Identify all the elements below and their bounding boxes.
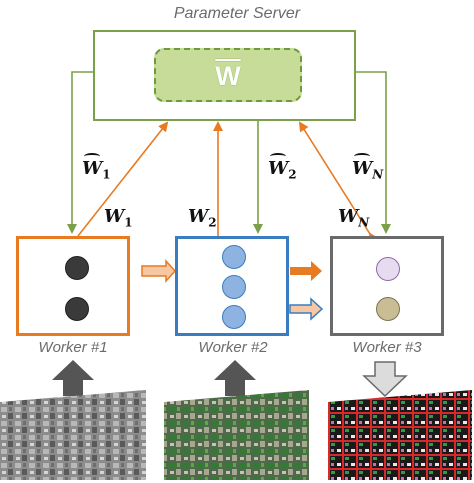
worker-2-box (175, 236, 289, 336)
parameter-dot (65, 256, 89, 280)
downlink-label-1: W1 (82, 153, 111, 182)
downlink-arrow-1 (67, 71, 93, 234)
worker-3-box (330, 236, 444, 336)
parameter-dot (376, 297, 400, 321)
parameter-dot (222, 245, 246, 269)
worker-1-box (16, 236, 130, 336)
input-arrow-1 (52, 360, 94, 396)
parameter-dot (376, 257, 400, 281)
worker-1-label: Worker #1 (38, 339, 108, 356)
global-weight-label: W (215, 61, 241, 91)
downlink-label-n: WN (352, 153, 384, 182)
downlink-arrow-n (356, 71, 391, 234)
worker-2-label: Worker #2 (198, 339, 268, 356)
uplink-arrow-n (298, 121, 379, 244)
parameter-dot (65, 297, 89, 321)
classification-map-image (328, 390, 472, 480)
worker-3-label: Worker #3 (352, 339, 422, 356)
parameter-dot (222, 275, 246, 299)
parameter-dot (222, 305, 246, 329)
uplink-arrow-1 (77, 121, 169, 237)
transfer-arrow-2-3-orange (290, 261, 322, 281)
transfer-arrow-1-2 (141, 259, 177, 283)
server-title: Parameter Server (173, 5, 301, 22)
color-aerial-image (164, 390, 309, 480)
grayscale-aerial-image (0, 390, 146, 480)
input-arrow-2 (214, 360, 256, 396)
uplink-label-1: W1 (104, 206, 133, 230)
output-arrow-3 (362, 361, 408, 398)
global-weight-box: W (154, 48, 302, 102)
transfer-arrow-2-3-blue (289, 297, 324, 321)
downlink-label-2: W2 (268, 153, 297, 182)
uplink-label-2: W2 (188, 206, 217, 230)
uplink-label-n: WN (338, 206, 370, 230)
